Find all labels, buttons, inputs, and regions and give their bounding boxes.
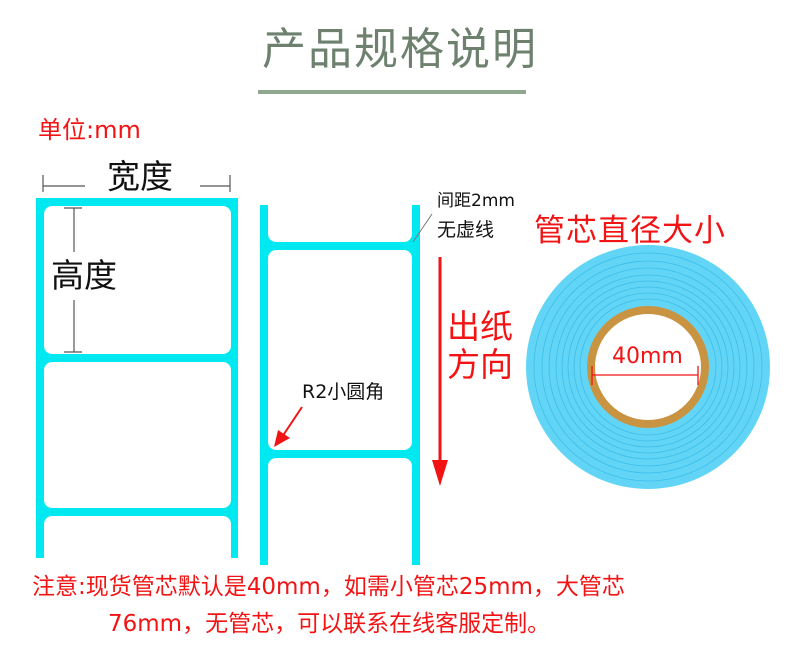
label-sheet <box>44 206 231 354</box>
roll-illustration <box>526 245 770 489</box>
diameter-line <box>591 366 699 385</box>
note-line-2: 76mm，无管芯，可以联系在线客服定制。 <box>108 611 551 637</box>
label-sheet <box>44 516 231 576</box>
core-diameter-value: 40mm <box>612 344 683 369</box>
gap-leader-line <box>412 213 433 243</box>
label-strip-side <box>260 180 420 578</box>
label-sheet <box>44 362 231 508</box>
width-label: 宽度 <box>107 157 173 196</box>
core-diameter-title: 管芯直径大小 <box>534 213 726 249</box>
label-sheet <box>268 250 412 450</box>
label-strip-front <box>36 198 238 576</box>
height-dimension <box>64 207 82 353</box>
label-sheet <box>268 458 412 578</box>
unit-label: 单位:mm <box>38 116 141 144</box>
no-perforation-label: 无虚线 <box>437 219 495 241</box>
note-line-1: 注意:现货管芯默认是40mm，如需小管芯25mm，大管芯 <box>32 574 625 600</box>
direction-label-2: 方向 <box>447 345 513 384</box>
gap-label: 间距2mm <box>437 191 515 211</box>
direction-label-1: 出纸 <box>447 307 513 346</box>
width-dimension <box>42 175 231 192</box>
height-label: 高度 <box>51 256 117 295</box>
page-title: 产品规格说明 <box>262 24 538 75</box>
corner-radius-label: R2小圆角 <box>302 381 385 403</box>
feed-direction-arrow-icon <box>432 257 448 486</box>
corner-arrow-icon <box>274 406 303 447</box>
title-underline <box>258 90 526 94</box>
